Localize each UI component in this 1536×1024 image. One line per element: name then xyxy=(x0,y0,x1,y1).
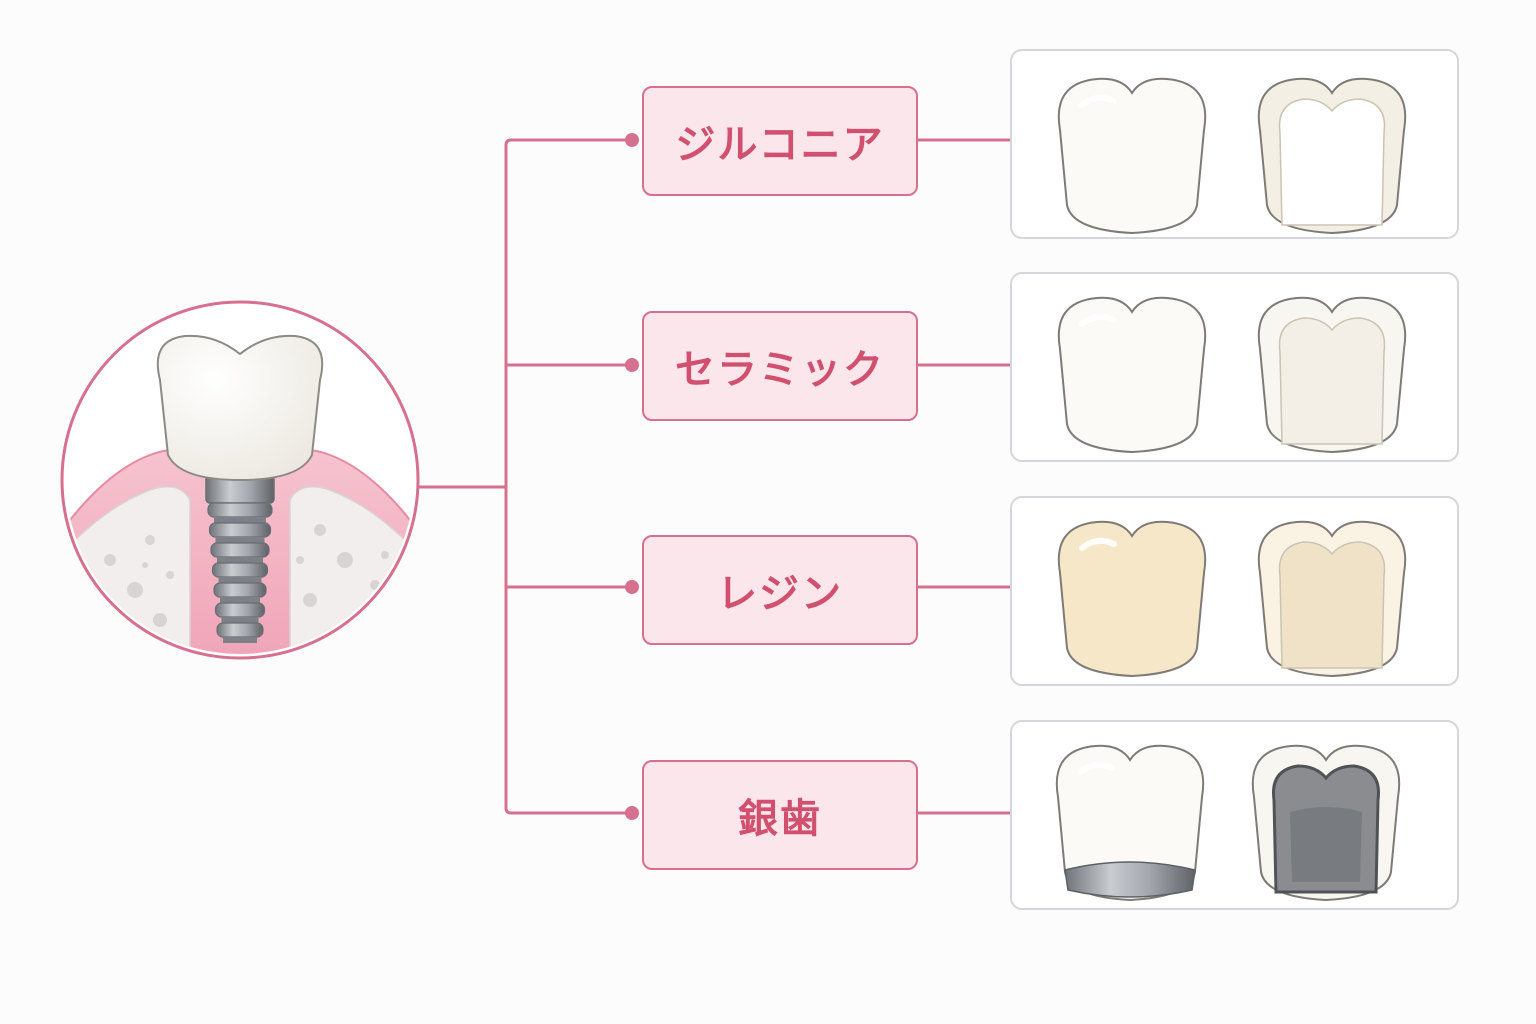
ceramic-crown-section-icon xyxy=(1257,296,1407,454)
label-zirconia: ジルコニア xyxy=(642,86,918,196)
panel-zirconia xyxy=(1010,49,1459,239)
silver-crown-section-icon xyxy=(1251,744,1401,902)
panel-ceramic xyxy=(1010,272,1459,462)
implant-illustration-icon xyxy=(60,300,420,660)
label-zirconia-text: ジルコニア xyxy=(675,122,885,168)
silver-crown-icon xyxy=(1055,744,1205,902)
ceramic-crown-icon xyxy=(1057,296,1207,454)
label-resin-text: レジン xyxy=(717,571,843,617)
label-resin: レジン xyxy=(642,535,918,645)
resin-crown-icon xyxy=(1057,520,1207,678)
panel-silver xyxy=(1010,720,1459,910)
zirconia-crown-icon xyxy=(1057,77,1207,235)
zirconia-crown-section-icon xyxy=(1257,77,1407,235)
resin-crown-section-icon xyxy=(1257,520,1407,678)
label-silver: 銀歯 xyxy=(642,760,918,870)
panel-resin xyxy=(1010,496,1459,686)
connector-lines xyxy=(418,138,1010,815)
label-ceramic-text: セラミック xyxy=(675,347,885,393)
label-ceramic: セラミック xyxy=(642,311,918,421)
label-silver-text: 銀歯 xyxy=(738,796,822,842)
